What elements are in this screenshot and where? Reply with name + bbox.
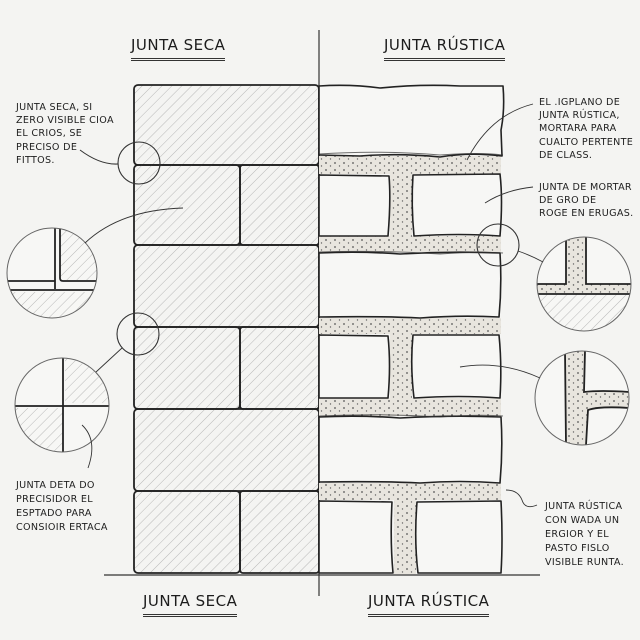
title-rustic-joint-bottom: JUNTA RÚSTICA xyxy=(368,592,490,617)
title-dry-joint-top: JUNTA SECA xyxy=(131,36,226,61)
detail-circle-dry-corner xyxy=(6,227,98,319)
detail-circle-rustic-branch xyxy=(534,350,630,446)
detail-marker-dry-1 xyxy=(117,141,161,185)
annotation-rustic-middle: JUNTA DE MORTAR DE GRO DE ROGE EN ERUGAS… xyxy=(539,182,634,220)
title-dry-joint-bottom: JUNTA SECA xyxy=(143,592,238,617)
rustic-joint-wall xyxy=(318,84,505,574)
detail-circle-dry-cross xyxy=(14,357,110,453)
title-rustic-joint-top: JUNTA RÚSTICA xyxy=(384,36,506,61)
detail-circle-rustic-t xyxy=(536,236,632,332)
annotation-dry-top: JUNTA SECA, SI ZERO VISIBLE CIOA EL CRIO… xyxy=(16,102,114,166)
detail-marker-dry-2 xyxy=(116,312,160,356)
annotation-rustic-top: EL .IGPLANO DE JUNTA RÚSTICA, MORTARA PA… xyxy=(539,97,634,161)
annotation-dry-bottom: JUNTA DETA DO PRECISIDOR EL ESPTADO PARA… xyxy=(16,480,108,533)
dry-joint-wall xyxy=(133,84,320,574)
detail-marker-rustic-1 xyxy=(476,223,520,267)
annotation-rustic-bottom: JUNTA RÚSTICA CON WADA UN ERGIOR Y EL PA… xyxy=(545,501,624,568)
